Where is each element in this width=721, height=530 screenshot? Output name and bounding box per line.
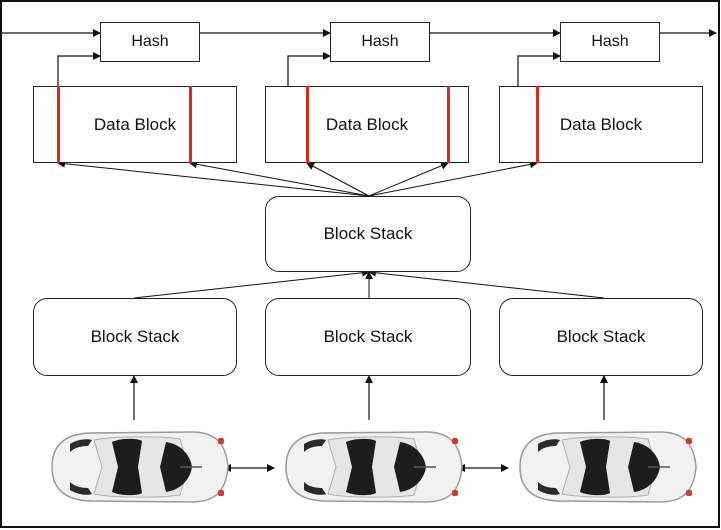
hash-block-label: Hash: [361, 33, 399, 50]
car-top-view-icon: [519, 431, 697, 503]
vehicle-block-stack-3: Block Stack: [499, 298, 703, 376]
car-top-view-icon: [51, 431, 229, 503]
hash-block-label: Hash: [131, 33, 169, 50]
stack-to-data-arrow-a: [57, 159, 370, 197]
data-block-label: Data Block: [93, 114, 177, 134]
data-to-hash-arrow-2: [287, 52, 331, 86]
hash-block-label: Hash: [591, 33, 629, 50]
vehicle-block-stack-label: Block Stack: [90, 327, 180, 346]
stack-to-data-arrow-d: [368, 162, 449, 197]
central-block-stack: Block Stack: [265, 196, 471, 272]
data-block-boundary-marker: [57, 86, 60, 163]
vstack-to-central-arrow-3: [368, 268, 605, 299]
hash-block-1: Hash: [100, 22, 200, 62]
vehicle-block-stack-label: Block Stack: [323, 327, 413, 346]
stack-to-data-arrow-b: [189, 160, 370, 197]
vehicle-block-stack-label: Block Stack: [556, 327, 646, 346]
vstack-to-central-arrow-1: [133, 268, 370, 299]
car-top-view-icon: [285, 431, 463, 503]
data-block-boundary-marker: [447, 86, 450, 163]
vehicle-block-stack-2: Block Stack: [265, 298, 471, 376]
vehicle-block-stack-1: Block Stack: [33, 298, 237, 376]
data-block-2: Data Block: [265, 86, 469, 163]
stack-to-data-arrow-e: [368, 160, 538, 197]
data-to-hash-arrow-1: [57, 52, 101, 86]
data-block-boundary-marker: [306, 86, 309, 163]
stack-to-data-arrow-c: [306, 162, 370, 197]
hash-block-2: Hash: [330, 22, 430, 62]
data-block-1: Data Block: [33, 86, 237, 163]
data-block-3: Data Block: [499, 86, 703, 163]
data-to-hash-arrow-3: [517, 52, 561, 86]
data-block-boundary-marker: [189, 86, 192, 163]
data-block-label: Data Block: [559, 114, 643, 134]
hash-block-3: Hash: [560, 22, 660, 62]
central-block-stack-label: Block Stack: [323, 224, 413, 243]
data-block-boundary-marker: [536, 86, 539, 163]
data-block-label: Data Block: [325, 114, 409, 134]
